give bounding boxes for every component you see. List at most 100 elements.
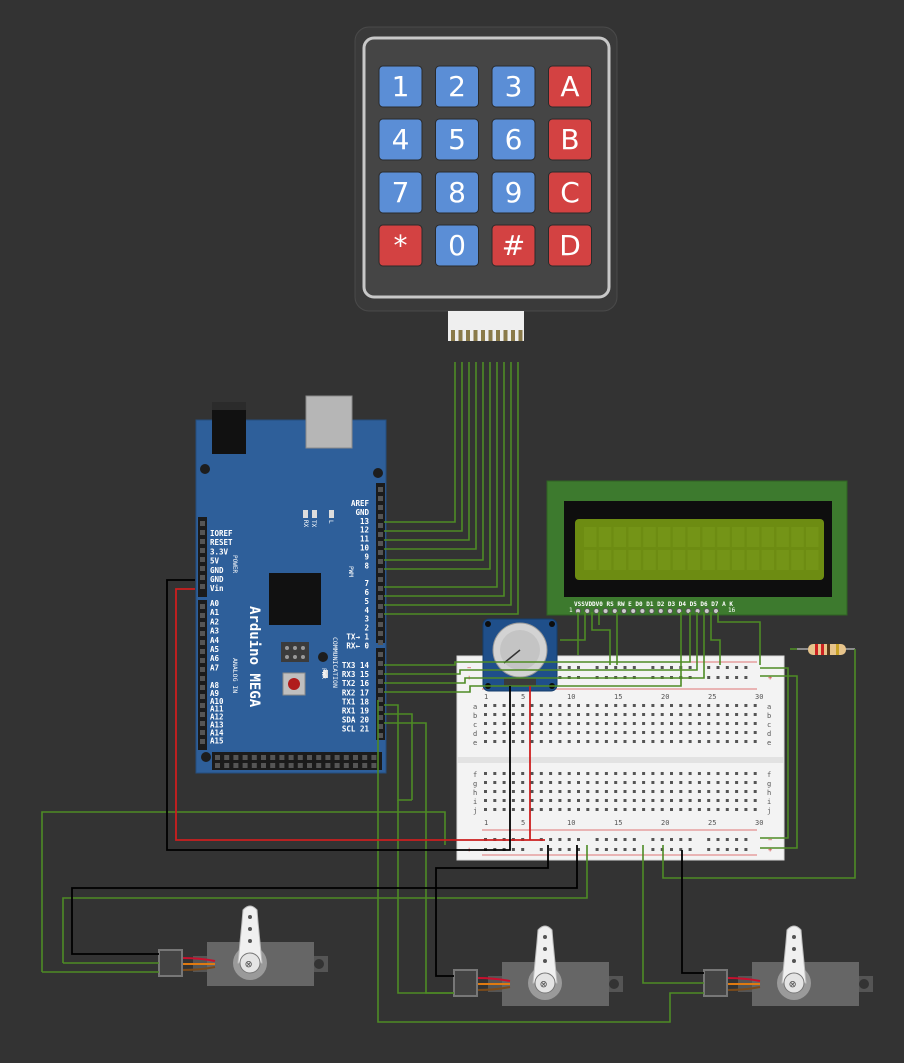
key-C[interactable]: C [548, 171, 592, 214]
key-label: # [502, 229, 525, 262]
key-D[interactable]: D [548, 224, 592, 267]
key-label: 3 [505, 70, 523, 103]
lcd-pin-last: 16 [728, 607, 736, 614]
servo-3[interactable]: ⊗ [738, 925, 873, 1006]
led-label-rx: RX [302, 520, 309, 528]
key-0[interactable]: 0 [435, 224, 479, 267]
power-jack [212, 402, 246, 454]
led-label-pwr: PWR [320, 668, 327, 679]
key-2[interactable]: 2 [435, 65, 479, 108]
svg-text:⊗: ⊗ [789, 977, 796, 991]
svg-text:⊗: ⊗ [245, 957, 252, 971]
bb-col-number: 10 [567, 693, 575, 701]
key-9[interactable]: 9 [491, 171, 536, 214]
bb-row-label: i [473, 798, 477, 806]
key-6[interactable]: 6 [491, 118, 536, 161]
servo-cables [158, 949, 761, 997]
bb-row-label: c [473, 721, 477, 729]
potentiometer[interactable] [482, 618, 558, 692]
bb-row-label: h [767, 789, 771, 797]
key-3[interactable]: 3 [491, 65, 536, 108]
bb-row-label: i [767, 798, 771, 806]
servo-2[interactable]: ⊗ [488, 925, 623, 1006]
bb-col-number: 30 [755, 819, 763, 827]
wires-power[interactable] [175, 588, 545, 841]
key-label: 6 [505, 123, 523, 156]
bb-row-label: a [767, 703, 771, 711]
lcd-pin-labels: VSSVDDV0 RS RW E D0 D1 D2 D3 D4 D5 D6 D7… [574, 601, 733, 608]
rail-marker: − [467, 664, 471, 672]
bb-col-number: 25 [708, 819, 716, 827]
bb-row-label: a [473, 703, 477, 711]
bb-col-number: 25 [708, 693, 716, 701]
key-1[interactable]: 1 [378, 65, 423, 108]
rail-marker: − [768, 836, 772, 844]
key-8[interactable]: 8 [435, 171, 479, 214]
rail-marker: + [768, 846, 772, 854]
power-label: POWER [231, 555, 238, 573]
bb-row-label: d [767, 730, 771, 738]
key-label: 8 [448, 176, 466, 209]
lcd-display[interactable]: 1 VSSVDDV0 RS RW E D0 D1 D2 D3 D4 D5 D6 … [546, 480, 848, 616]
usb-port [305, 395, 353, 449]
wires-ground[interactable] [71, 579, 704, 977]
key-B[interactable]: B [548, 118, 592, 161]
bb-col-number: 15 [614, 819, 622, 827]
wires-signal[interactable] [41, 362, 856, 1023]
bb-row-label: e [473, 739, 477, 747]
bb-col-number: 15 [614, 693, 622, 701]
bb-row-label: c [767, 721, 771, 729]
comm-header [376, 648, 385, 740]
analog-header [198, 600, 207, 750]
bb-col-number: 5 [521, 693, 525, 701]
key-label: 9 [505, 176, 523, 209]
bb-row-label: j [473, 807, 477, 815]
bb-col-number: 1 [484, 819, 488, 827]
bb-col-number: 30 [755, 693, 763, 701]
key-7[interactable]: 7 [378, 171, 423, 214]
key-label: * [394, 229, 408, 262]
key-*[interactable]: * [378, 224, 423, 267]
bb-row-label: e [767, 739, 771, 747]
key-4[interactable]: 4 [378, 118, 423, 161]
lcd-pin-first: 1 [569, 607, 573, 614]
key-label: B [560, 123, 579, 156]
key-label: 5 [448, 123, 466, 156]
bb-row-label: j [767, 807, 771, 815]
bb-col-number: 20 [661, 693, 669, 701]
resistor[interactable] [797, 644, 855, 655]
bb-col-number: 20 [661, 819, 669, 827]
bb-row-label: f [473, 771, 477, 779]
board-name: Arduino MEGA [246, 606, 262, 708]
key-label: 1 [392, 70, 410, 103]
servo-1[interactable]: ⊗ [193, 905, 328, 986]
bb-row-label: h [473, 789, 477, 797]
comm-label: COMMUNICATION [331, 637, 339, 688]
bb-row-label: d [473, 730, 477, 738]
led-label-l: L [327, 520, 334, 524]
bb-col-number: 10 [567, 819, 575, 827]
bb-row-label: g [767, 780, 771, 788]
key-label: 4 [392, 123, 410, 156]
bb-row-label: b [473, 712, 477, 720]
key-label: A [560, 70, 579, 103]
key-label: 7 [392, 176, 410, 209]
mcu-chip [269, 573, 321, 625]
key-A[interactable]: A [548, 65, 592, 108]
bb-row-label: g [473, 780, 477, 788]
key-5[interactable]: 5 [435, 118, 479, 161]
led-label-tx: TX [310, 520, 317, 528]
pwm-label: PWM [347, 566, 354, 577]
bb-col-number: 5 [521, 819, 525, 827]
key-label: 2 [448, 70, 466, 103]
key-#[interactable]: # [491, 224, 536, 267]
analog-label: ANALOG IN [231, 658, 239, 693]
key-label: D [559, 229, 581, 262]
